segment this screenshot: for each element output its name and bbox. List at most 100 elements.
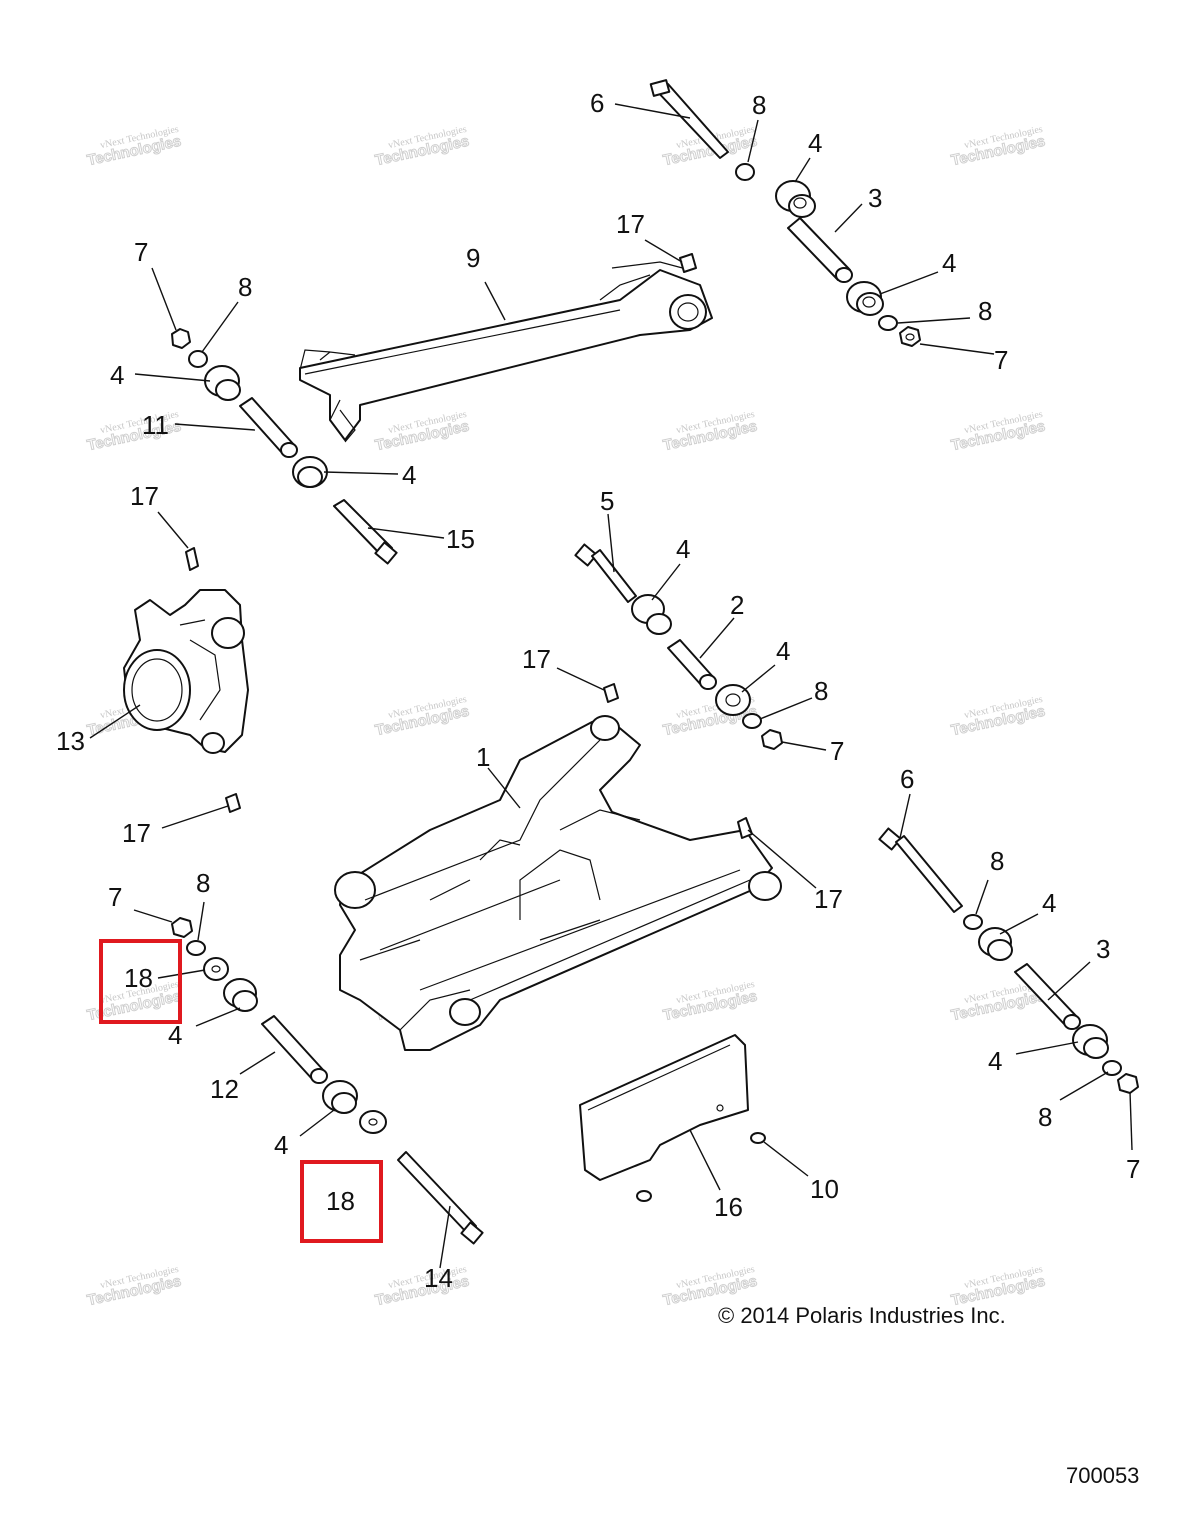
part-bushing-4-left2 bbox=[292, 456, 328, 488]
part-bushing-4-mid1 bbox=[631, 594, 672, 635]
callout-4: 4 bbox=[676, 534, 690, 564]
part-grease-fitting-17-c bbox=[603, 683, 619, 703]
part-washer-8-left bbox=[188, 350, 208, 368]
part-bushing-4-left1 bbox=[204, 365, 241, 401]
callout-4: 4 bbox=[988, 1046, 1002, 1076]
part-bushing-4-lower2 bbox=[322, 1080, 358, 1114]
callout-8: 8 bbox=[1038, 1102, 1052, 1132]
part-nut-7-right bbox=[1117, 1073, 1139, 1094]
part-bushing-4-right2 bbox=[1072, 1024, 1109, 1059]
part-knuckle-13 bbox=[123, 589, 249, 754]
copyright-notice: © 2014 Polaris Industries Inc. bbox=[718, 1303, 1006, 1328]
part-nut-7-lower bbox=[171, 917, 193, 938]
callout-4: 4 bbox=[168, 1020, 182, 1050]
callout-7: 7 bbox=[830, 736, 844, 766]
part-grease-fitting-17-d bbox=[225, 793, 241, 813]
part-bolt-6-top bbox=[649, 79, 729, 159]
part-washer-8-top bbox=[735, 163, 755, 181]
part-washer-8-top2 bbox=[878, 315, 898, 331]
callout-1: 1 bbox=[476, 742, 490, 772]
callout-10: 10 bbox=[810, 1174, 839, 1204]
part-sleeve-2 bbox=[667, 639, 717, 690]
callout-17: 17 bbox=[122, 818, 151, 848]
highlight-box-18-upper bbox=[99, 939, 182, 1024]
callout-18: 18 bbox=[124, 963, 153, 993]
callout-4: 4 bbox=[1042, 888, 1056, 918]
part-washer-18-upper bbox=[203, 957, 229, 981]
callout-4: 4 bbox=[402, 460, 416, 490]
part-bushing-4-mid2 bbox=[715, 684, 751, 716]
callout-6: 6 bbox=[590, 88, 604, 118]
part-nut-7-left bbox=[171, 328, 191, 349]
part-bushing-4-right1 bbox=[978, 927, 1013, 961]
part-washer-8-lower bbox=[186, 940, 206, 956]
callout-7: 7 bbox=[994, 345, 1008, 375]
part-washer-8-mid bbox=[742, 713, 762, 729]
callout-17: 17 bbox=[616, 209, 645, 239]
callout-4: 4 bbox=[942, 248, 956, 278]
callout-3: 3 bbox=[1096, 934, 1110, 964]
callout-7: 7 bbox=[1126, 1154, 1140, 1184]
part-washer-18-lower bbox=[359, 1110, 387, 1134]
callout-3: 3 bbox=[868, 183, 882, 213]
part-bolt-15 bbox=[333, 499, 398, 565]
parts-drawing bbox=[123, 79, 1139, 1245]
part-trailing-arm-9 bbox=[299, 261, 713, 443]
callout-8: 8 bbox=[990, 846, 1004, 876]
part-frame-1 bbox=[334, 715, 782, 1051]
callout-4: 4 bbox=[776, 636, 790, 666]
part-bushing-4-top1 bbox=[775, 180, 816, 218]
callout-6: 6 bbox=[900, 764, 914, 794]
leader-lines bbox=[89, 103, 1133, 1269]
callout-8: 8 bbox=[978, 296, 992, 326]
callout-2: 2 bbox=[730, 590, 744, 620]
part-bolt-14 bbox=[397, 1151, 484, 1245]
callout-8: 8 bbox=[814, 676, 828, 706]
callout-4: 4 bbox=[110, 360, 124, 390]
callout-8: 8 bbox=[752, 90, 766, 120]
callout-18: 18 bbox=[326, 1186, 355, 1216]
highlight-box-18-lower bbox=[300, 1160, 383, 1243]
part-washer-8-right1 bbox=[963, 914, 983, 930]
callout-16: 16 bbox=[714, 1192, 743, 1222]
callout-9: 9 bbox=[466, 243, 480, 273]
callout-17: 17 bbox=[522, 644, 551, 674]
callout-8: 8 bbox=[238, 272, 252, 302]
part-skid-plate-16 bbox=[579, 1034, 749, 1181]
part-sleeve-3-top bbox=[787, 217, 853, 283]
part-sleeve-12 bbox=[261, 1015, 328, 1084]
callout-14: 14 bbox=[424, 1263, 453, 1293]
part-sleeve-11 bbox=[239, 397, 298, 458]
callout-15: 15 bbox=[446, 524, 475, 554]
part-nut-7-mid bbox=[761, 729, 783, 750]
part-nut-7-top bbox=[899, 326, 921, 347]
part-bolt-5 bbox=[574, 543, 637, 603]
part-screw-10-a bbox=[750, 1132, 766, 1144]
part-screw-10-b bbox=[636, 1190, 652, 1202]
figure-number: 700053 bbox=[1066, 1463, 1140, 1488]
callout-17: 17 bbox=[130, 481, 159, 511]
callout-13: 13 bbox=[56, 726, 85, 756]
callout-4: 4 bbox=[808, 128, 822, 158]
callout-labels: 6 8 4 3 4 8 7 17 9 7 8 4 11 4 17 15 5 4 … bbox=[56, 88, 1140, 1293]
callout-12: 12 bbox=[210, 1074, 239, 1104]
callout-7: 7 bbox=[134, 237, 148, 267]
callout-7: 7 bbox=[108, 882, 122, 912]
part-grease-fitting-17-a bbox=[679, 253, 697, 273]
callout-11: 11 bbox=[142, 410, 169, 440]
part-bushing-4-lower1 bbox=[223, 978, 258, 1012]
part-bushing-4-top2 bbox=[846, 281, 884, 316]
callout-5: 5 bbox=[600, 486, 614, 516]
callout-17: 17 bbox=[814, 884, 843, 914]
